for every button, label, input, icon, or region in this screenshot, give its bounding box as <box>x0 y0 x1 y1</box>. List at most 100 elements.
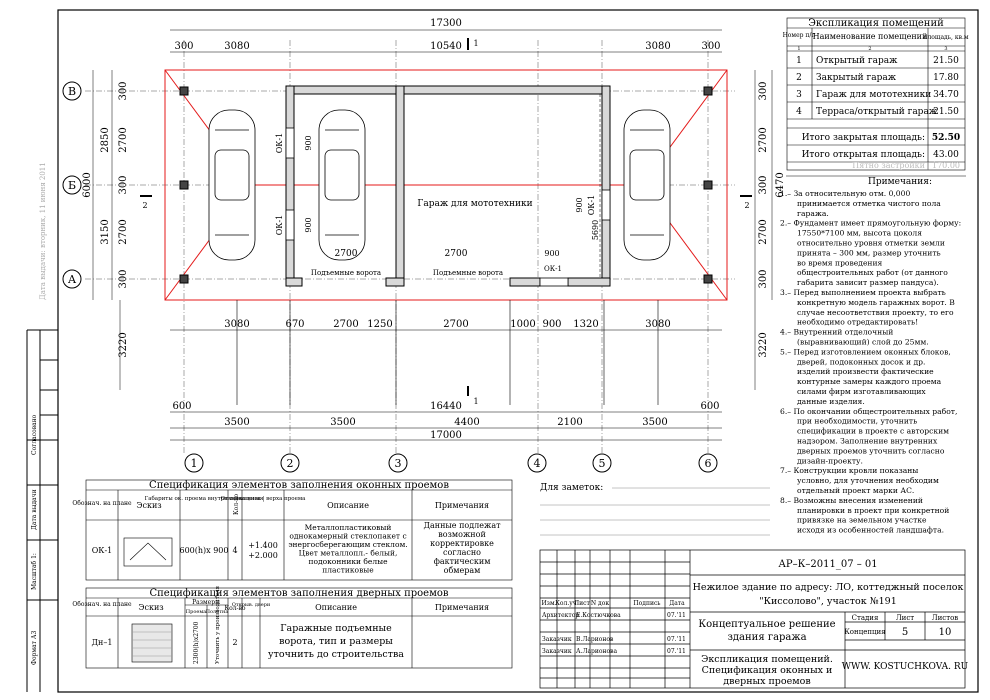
note-line: 2.– Фундамент имеет прямоугольную форму: <box>780 219 961 228</box>
window-mark: ОК-1 <box>544 265 562 273</box>
explication-title: Экспликация помещений <box>808 18 944 29</box>
tb-sheet-title: Экспликация помещений. <box>701 654 833 665</box>
dim-right: 300 <box>758 81 769 100</box>
window-note-line: возможной <box>438 530 486 539</box>
room-label: Гараж для мототехники <box>417 199 532 209</box>
dim-right-inner: 5690 <box>591 220 600 240</box>
note-line: относительно уровня отметки земли <box>797 239 945 248</box>
window-elev: +1.400 <box>248 541 278 550</box>
window-description-line: Металлопластиковый <box>305 523 392 532</box>
dim-right: 2700 <box>758 127 769 152</box>
note-line: (выравнивающий) слой до 25мм. <box>797 338 929 347</box>
note-line: при необходимости, уточнить <box>797 417 917 426</box>
window-dim: 900 <box>304 135 313 150</box>
gate-dim: 2700 <box>445 249 468 259</box>
tb-header: N док <box>591 600 609 607</box>
windows-header: Габариты ок. проема внутри помещения <box>145 495 264 502</box>
windows-header: Примечания <box>435 501 489 510</box>
col-num: 2 <box>868 46 871 52</box>
note-line: привязке на земельном участке <box>797 516 927 525</box>
cars <box>208 109 671 261</box>
sheet-frame <box>57 9 979 693</box>
windows-spec-title: Спецификация элементов заполнения оконны… <box>149 480 449 491</box>
axis-label-col: 2 <box>287 457 294 470</box>
door-description-line: уточнить до строительства <box>268 649 404 660</box>
vertical-dimension-texts: 300 2700 300 2700 300 2850 3150 6000 322… <box>82 81 786 357</box>
dim-left2: 2850 <box>100 127 111 152</box>
dim-row3: 600 <box>172 401 191 412</box>
note-line: 8.– Возможны внесения изменений <box>780 496 923 505</box>
axis-label-row: В <box>68 85 76 98</box>
dim-row4: 3500 <box>642 417 667 428</box>
explication-num: 1 <box>796 56 802 66</box>
dim-left: 300 <box>118 269 129 288</box>
tb-role: Архитектор <box>542 612 579 619</box>
dim-row1: 3080 <box>645 319 670 330</box>
tb-role: Заказчик <box>542 648 572 655</box>
open-area-value: 43.00 <box>933 150 959 160</box>
dim-top: 300 <box>701 41 720 52</box>
doors-header: Эскиз <box>138 603 163 612</box>
doors-spec-title: Спецификация элементов заполнения дверны… <box>149 588 448 599</box>
dim-top: 3080 <box>645 41 670 52</box>
section-marks <box>140 38 752 396</box>
axis-label-col: 6 <box>705 457 712 470</box>
dim-inner-bottom: 16440 <box>430 401 462 412</box>
window-description-line: подоконники белые <box>308 557 388 566</box>
floor-plan <box>85 29 773 455</box>
axis-label-row: А <box>68 273 77 286</box>
tb-object: "Киссолово", участок №191 <box>759 596 897 607</box>
note-line: отдельный проект марки АС. <box>797 486 914 495</box>
window-mark: ОК-1 <box>275 133 284 154</box>
columns <box>179 86 713 284</box>
drain-arrows <box>236 300 659 405</box>
col-num: 1 <box>797 46 800 52</box>
doors-header: Полотна <box>206 609 229 615</box>
dim-left: 2700 <box>118 219 129 244</box>
window-description-line: энергосберегающим стеклом. <box>288 540 407 549</box>
dim-overall-bottom: 17000 <box>430 430 462 441</box>
window-mark: ОК-1 <box>92 546 113 555</box>
build-area-label: Пятно застройки <box>852 161 925 170</box>
explication-name: Открытый гараж <box>816 56 898 66</box>
tb-sheet-header: Лист <box>896 614 914 622</box>
windows-header: Эскиз <box>136 501 161 510</box>
dim-right: 2700 <box>758 219 769 244</box>
window-description-line: пластиковые <box>322 566 374 575</box>
side-label: Формат А3 <box>31 631 38 665</box>
note-line: принимается отметка чистого пола <box>797 199 941 208</box>
notes-list: 1.– За относительную отм. 0,000принимает… <box>780 189 961 535</box>
vertical-watermark: Дата выдачи: вторник, 11 июня 2011 <box>39 162 47 300</box>
tb-date: 07.'11 <box>667 636 686 643</box>
note-line: условно, для уточнения необходим <box>797 476 939 485</box>
tb-site: WWW. KOSTUCHKOVA. RU <box>842 662 969 672</box>
dim-row1: 1320 <box>573 319 598 330</box>
gate-label: Подъемные ворота <box>311 269 381 277</box>
note-line: спецификации в проекте с авторским <box>797 427 949 436</box>
window-note-line: Данные подлежат <box>423 521 501 530</box>
tb-header: Изм. <box>541 600 556 607</box>
dim-left-bottom: 3220 <box>118 332 129 357</box>
dim-right-total: 6470 <box>775 172 786 197</box>
axis-label-row: Б <box>68 179 76 192</box>
tb-code: АР–К–2011_07 – 01 <box>778 559 877 570</box>
gate-dim: 2700 <box>335 249 358 259</box>
note-line: 17550*7100 мм, высота цоколя <box>797 229 922 238</box>
dim-top: 300 <box>174 41 193 52</box>
explication-area: 21.50 <box>933 107 959 117</box>
note-line: необходимо отредактировать! <box>797 318 918 327</box>
doors-header: Размеры <box>192 599 220 606</box>
note-line: планировки в проект при конкретной <box>797 506 949 515</box>
dim-top: 3080 <box>224 41 249 52</box>
doors-header: Обознач. на плане <box>72 601 132 608</box>
dimension-texts: 17300 10540 300 3080 3080 300 1 3080 670… <box>172 18 720 441</box>
note-line: принята – 300 мм, размер уточнить <box>797 248 941 257</box>
dim-row4: 3500 <box>224 417 249 428</box>
windows-header: Обознач. на плане <box>72 500 132 507</box>
section-label: 1 <box>473 39 478 48</box>
note-line: общестроительных работ (от данного <box>797 268 948 277</box>
section-label: 1 <box>473 397 478 406</box>
note-line: случае несоответствия проекту, то его <box>797 308 954 317</box>
